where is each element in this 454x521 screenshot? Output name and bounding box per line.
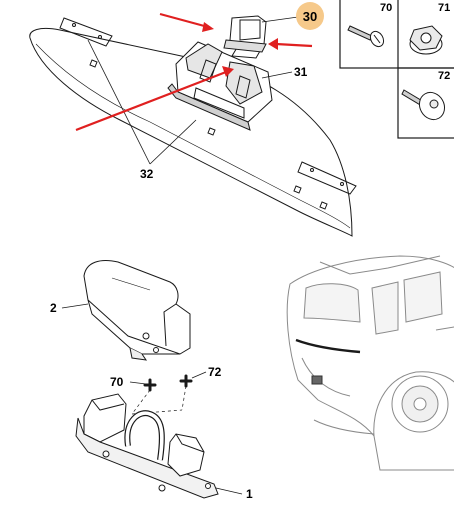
release-switch-30 — [223, 15, 267, 59]
legend-panel — [339, 0, 454, 139]
callout-1-leader — [215, 487, 243, 495]
assembly-guides — [131, 385, 187, 415]
callout-30-leader — [261, 16, 299, 23]
callout-1-label: 1 — [246, 487, 253, 501]
callout-30-label: 30 — [303, 9, 317, 24]
legend-70-label: 70 — [380, 2, 392, 14]
callout-31-label: 31 — [294, 65, 308, 79]
callout-2-label: 2 — [50, 301, 57, 315]
trim-strip — [29, 17, 357, 237]
callout-30-highlight — [296, 2, 324, 30]
screw-icon — [347, 25, 385, 48]
legend-72-label: 72 — [438, 70, 450, 82]
callout-70-leader — [129, 381, 147, 385]
cover-2 — [83, 260, 191, 361]
callout-31-leader — [261, 71, 293, 79]
callout-70-label: 70 — [110, 375, 124, 389]
torx-bolt-icon — [401, 89, 446, 121]
red-arrows — [75, 12, 313, 132]
handle-bracket-31 — [167, 41, 273, 131]
fastener-72 — [179, 374, 193, 388]
callout-2-leader — [61, 303, 89, 309]
callout-32-leaders — [87, 39, 197, 165]
fastener-70 — [143, 378, 157, 392]
vehicle-rear-view — [286, 255, 454, 471]
latch-assembly-1 — [75, 393, 219, 499]
callout-72-leader — [191, 371, 207, 379]
flange-nut-icon — [409, 25, 443, 55]
callout-32-label: 32 — [140, 167, 154, 181]
legend-71-label: 71 — [438, 2, 450, 14]
callout-72-label: 72 — [208, 365, 222, 379]
